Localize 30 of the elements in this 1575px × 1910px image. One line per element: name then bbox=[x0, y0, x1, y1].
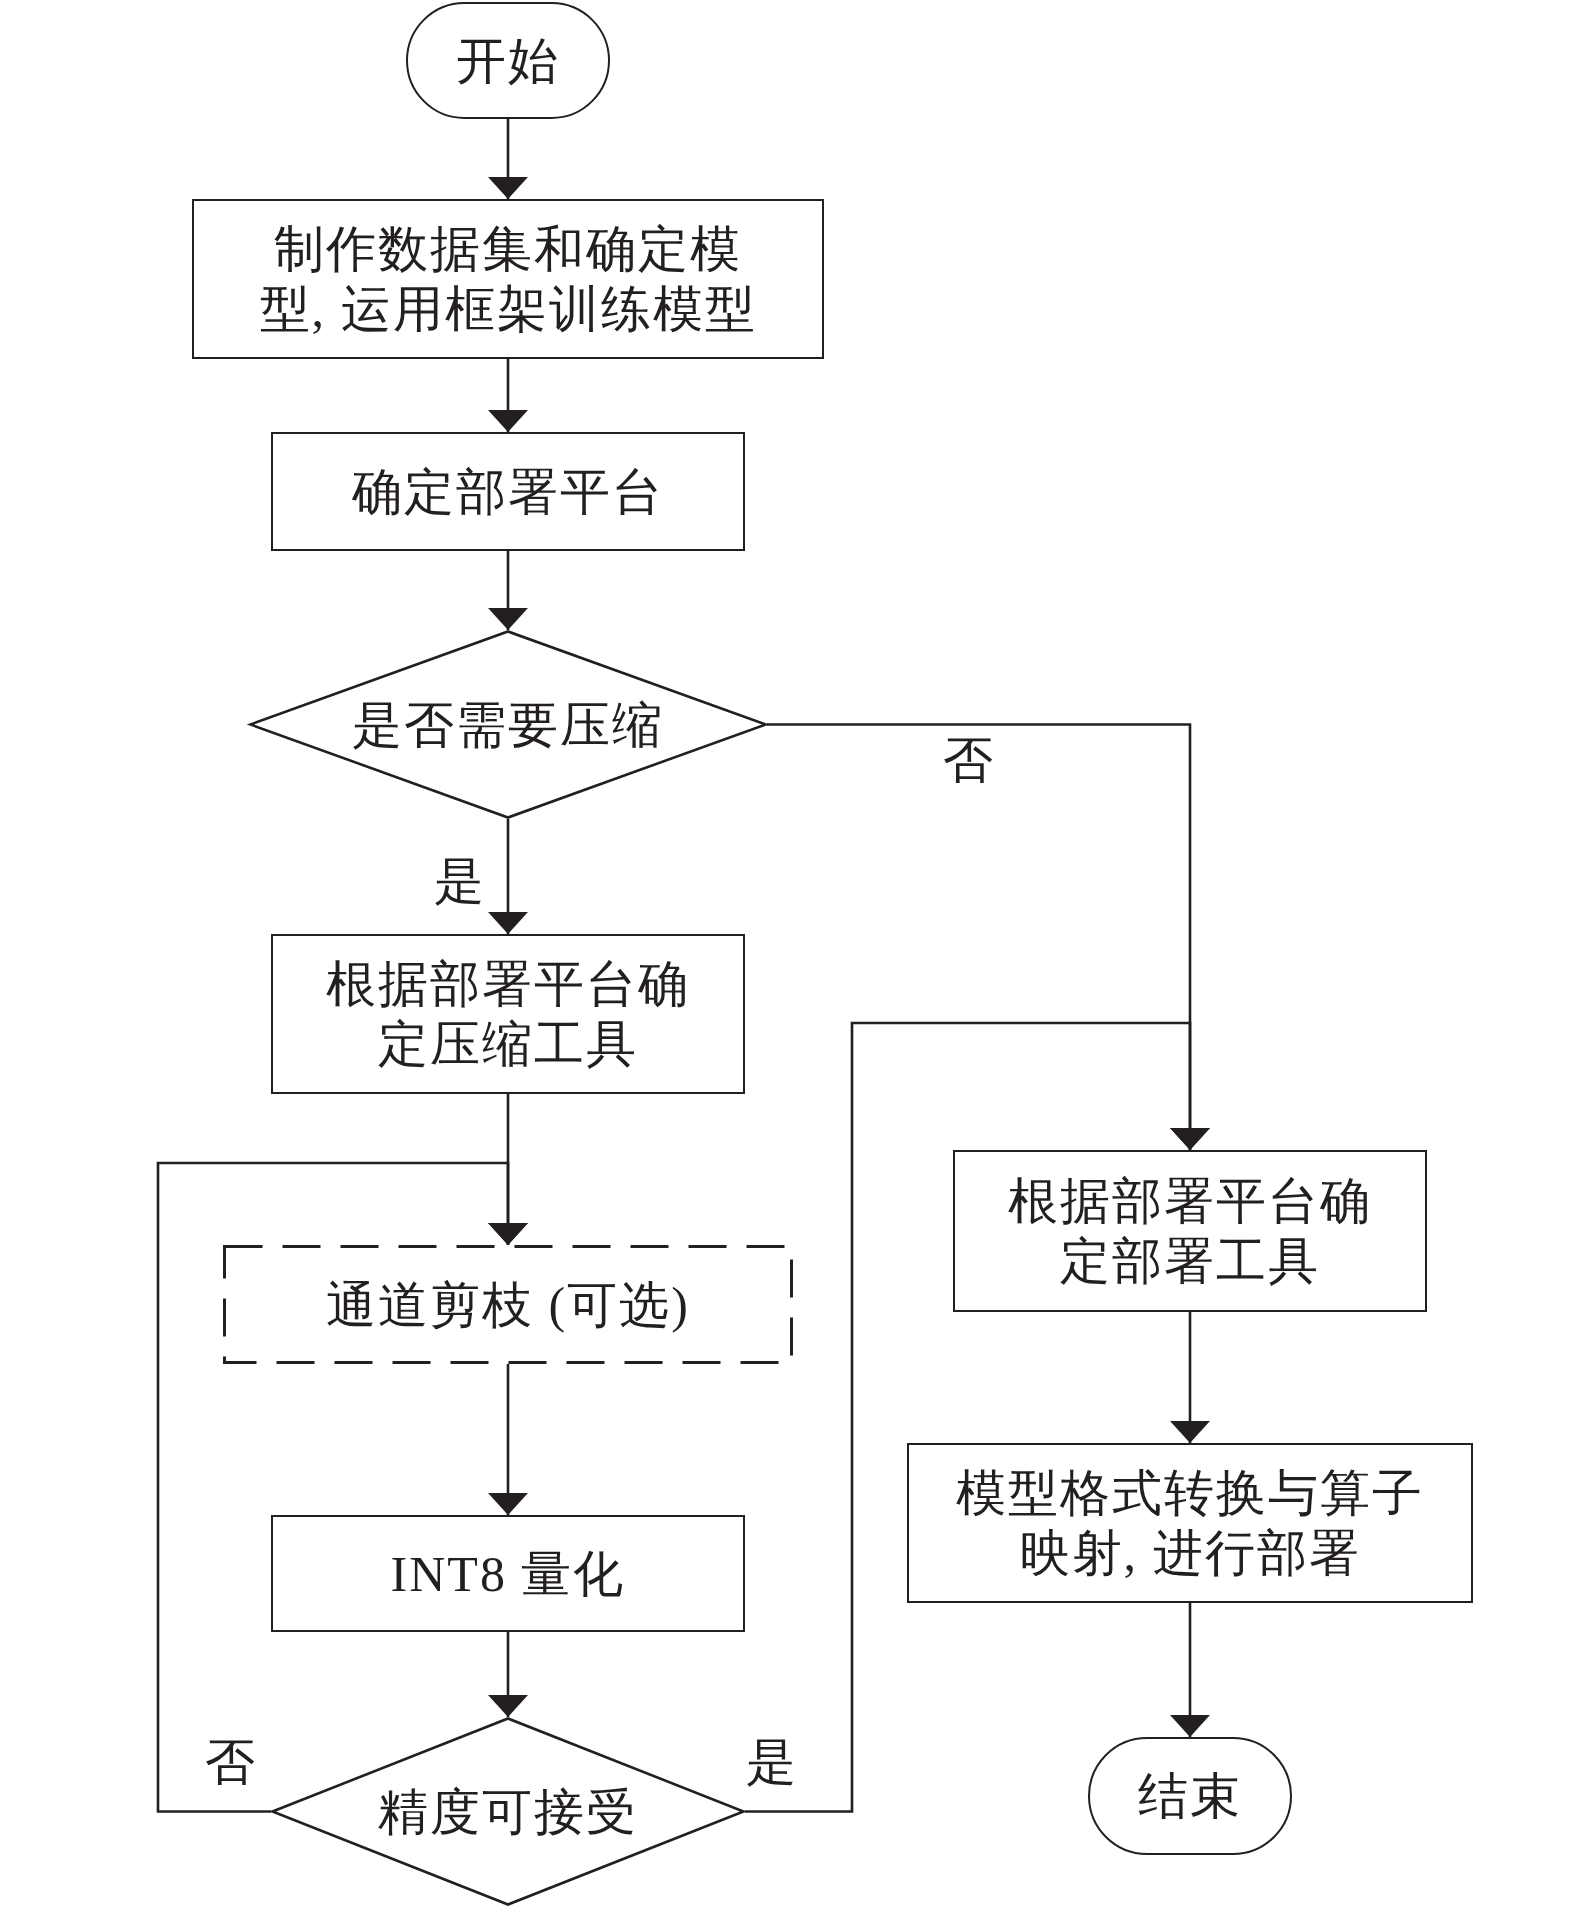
process-box bbox=[271, 934, 745, 1094]
decision-diamond bbox=[271, 1717, 745, 1906]
terminal-text: 开始 bbox=[456, 31, 560, 91]
optional-process-box bbox=[223, 1245, 793, 1364]
arrow bbox=[488, 551, 528, 630]
step-text: 通道剪枝 (可选) bbox=[326, 1275, 690, 1335]
arrow bbox=[488, 1632, 528, 1717]
step-text: 制作数据集和确定模型, 运用框架训练模型 bbox=[258, 220, 758, 339]
arrow bbox=[488, 119, 528, 199]
step-text: 确定部署平台 bbox=[352, 462, 664, 522]
arrow bbox=[1170, 1603, 1210, 1737]
arrow bbox=[1170, 1312, 1210, 1443]
arrow bbox=[745, 1021, 1210, 1813]
arrow bbox=[488, 819, 528, 934]
process-box bbox=[907, 1443, 1473, 1603]
process-box bbox=[271, 1515, 745, 1632]
step-text: 模型格式转换与算子映射, 进行部署 bbox=[955, 1464, 1425, 1583]
decision-diamond bbox=[249, 630, 767, 819]
arrow bbox=[156, 1161, 528, 1813]
arrow bbox=[488, 359, 528, 432]
step-text: 根据部署平台确定部署工具 bbox=[1007, 1172, 1373, 1291]
process-box bbox=[271, 432, 745, 551]
arrow bbox=[488, 1364, 528, 1515]
step-text: INT8 量化 bbox=[390, 1544, 626, 1604]
process-box bbox=[953, 1150, 1427, 1312]
decision-text: 精度可接受 bbox=[378, 1782, 638, 1842]
process-box bbox=[192, 199, 824, 359]
step-text: 根据部署平台确定压缩工具 bbox=[325, 955, 691, 1074]
decision-text: 是否需要压缩 bbox=[352, 695, 664, 755]
terminal-text: 结束 bbox=[1138, 1767, 1242, 1826]
